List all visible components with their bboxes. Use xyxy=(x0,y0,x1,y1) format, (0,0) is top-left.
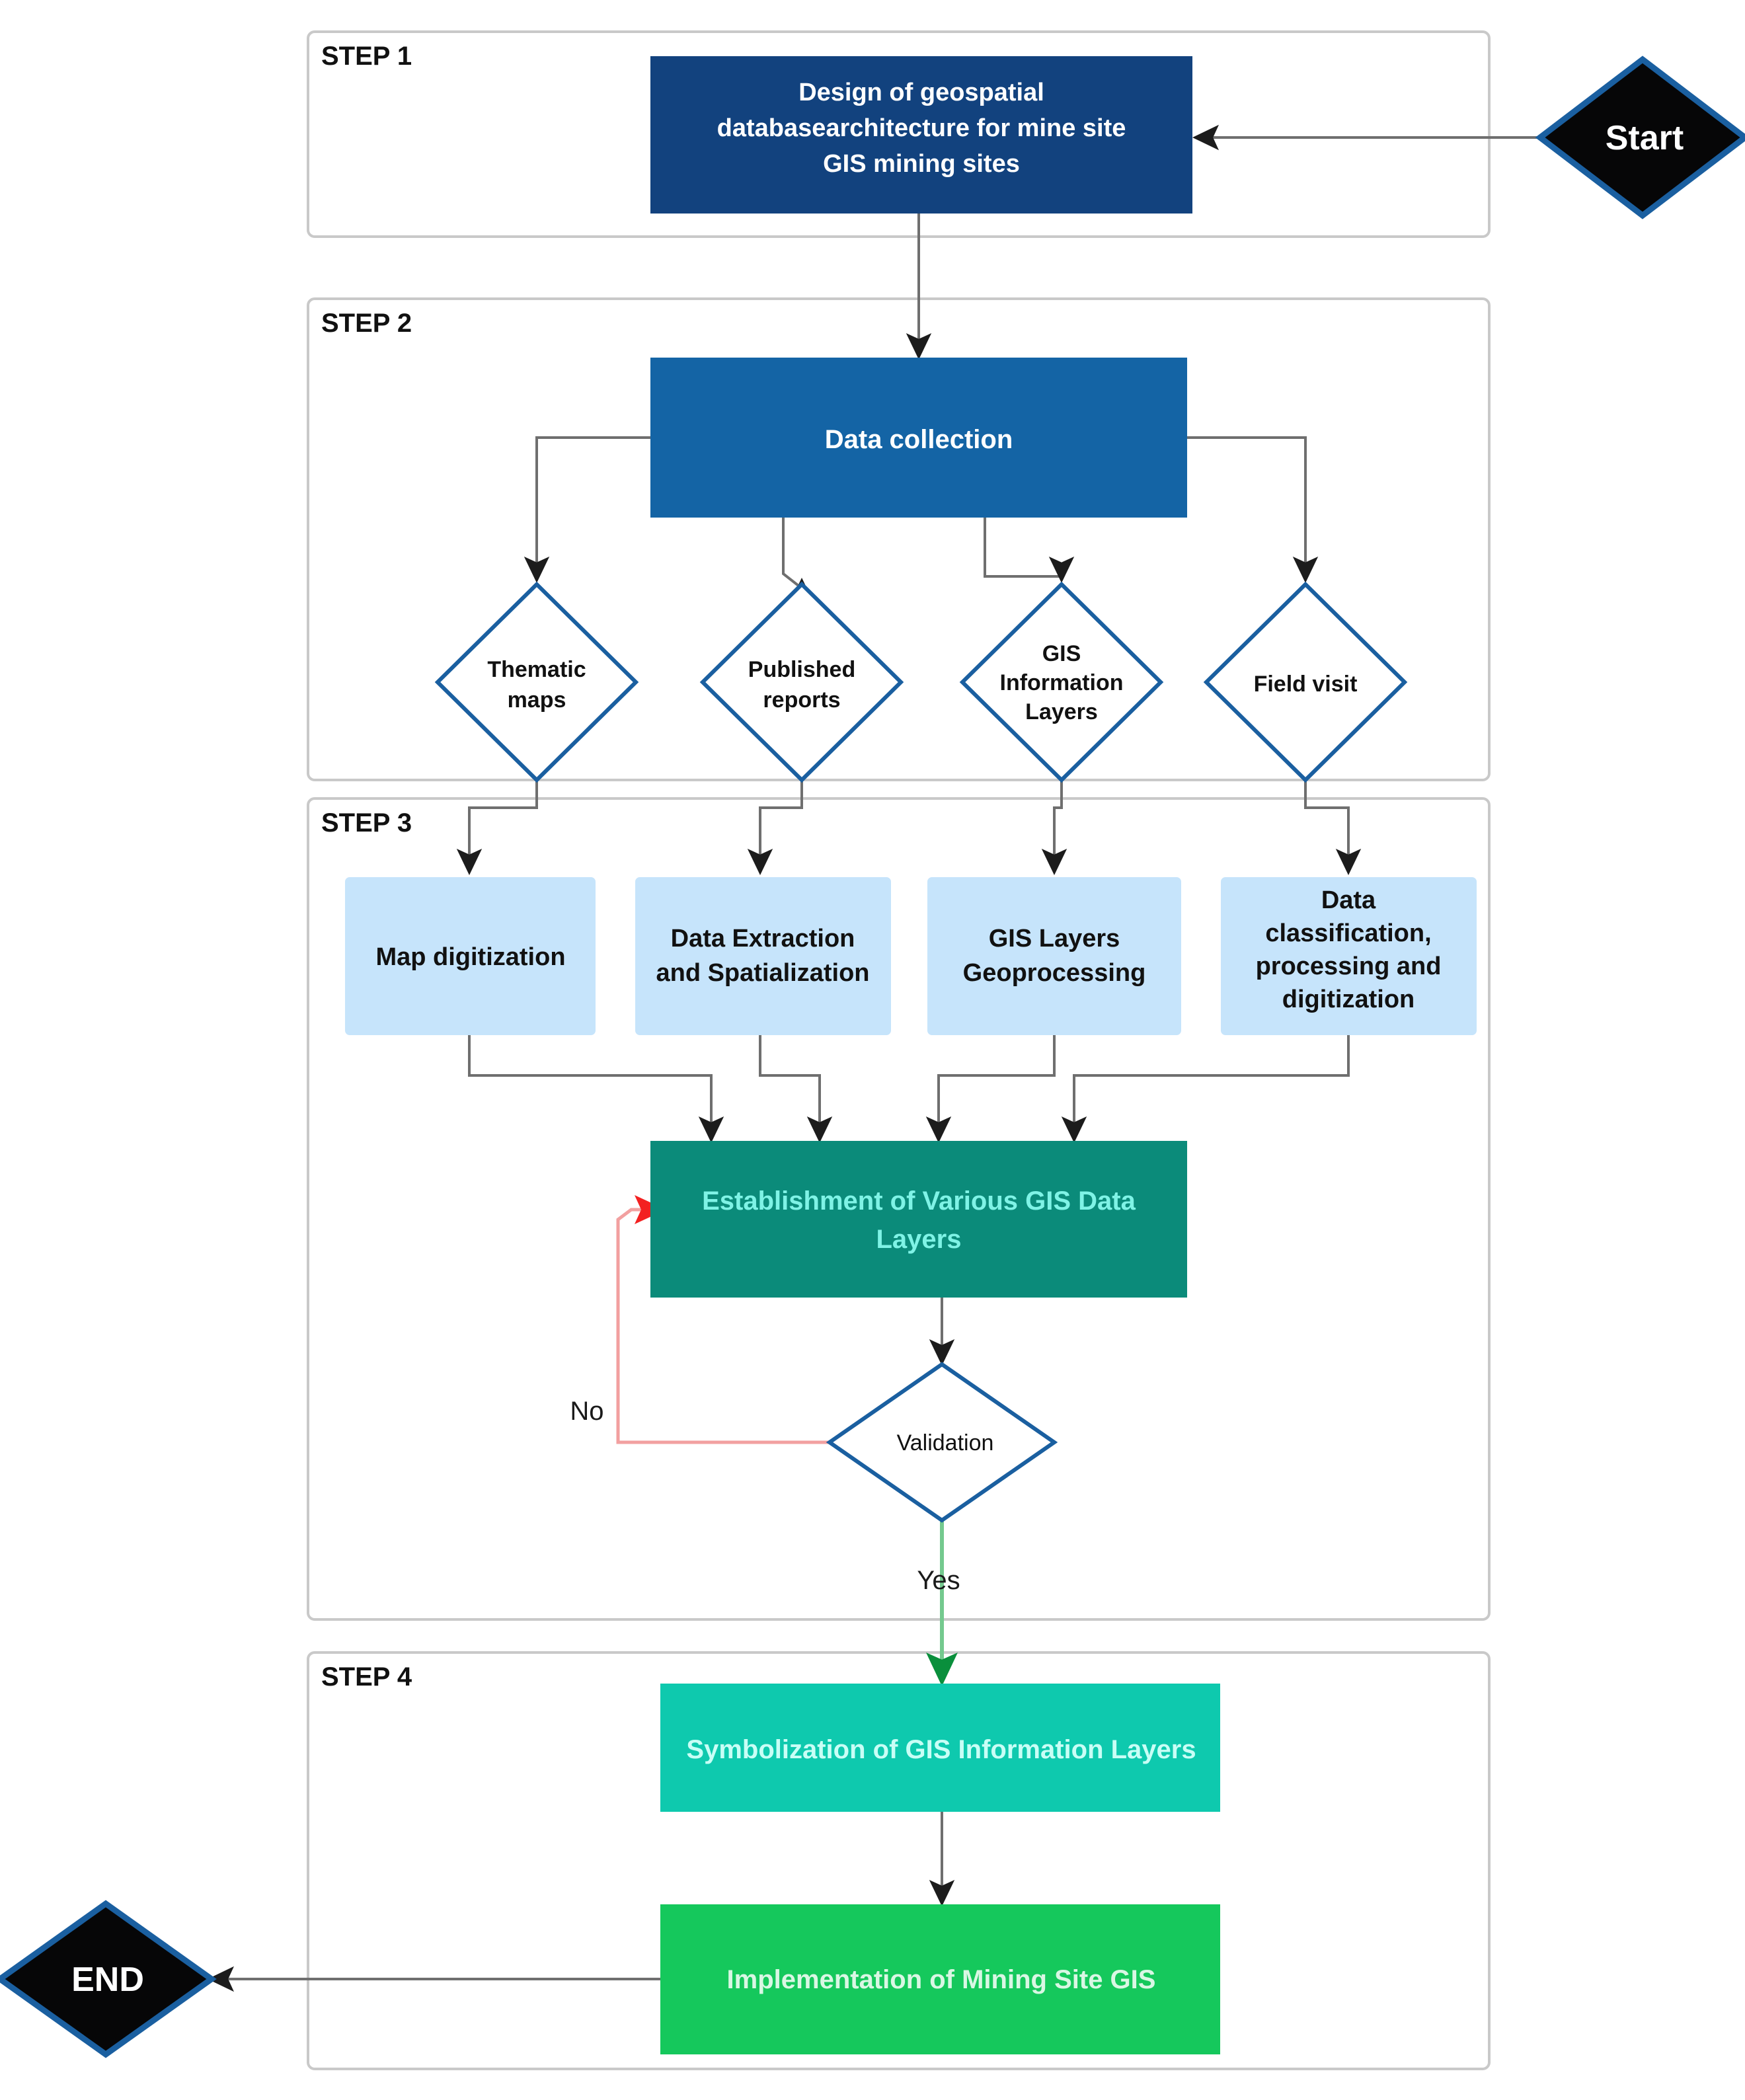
node-design-line-1: Design of geospatial xyxy=(798,79,1044,106)
node-gis-information-layers-line-2: Information xyxy=(1000,670,1124,695)
connector-thematic-to-map-digitization xyxy=(456,780,538,875)
connector-mapdigit-to-establishment xyxy=(468,1033,724,1143)
node-thematic-maps-line-2: maps xyxy=(508,687,566,713)
step-4-label: STEP 4 xyxy=(321,1662,412,1692)
node-data-classification[interactable]: Data classification, processing and digi… xyxy=(1221,877,1477,1035)
end-terminal-label: END xyxy=(71,1961,144,1999)
start-terminal-label: Start xyxy=(1606,119,1684,157)
node-validation-label: Validation xyxy=(897,1430,994,1456)
connector-datacollection-to-field-visit xyxy=(1186,436,1319,583)
node-gis-geoprocessing-line-1: GIS Layers xyxy=(989,925,1120,953)
node-implementation-label: Implementation of Mining Site GIS xyxy=(727,1965,1156,1994)
node-validation[interactable]: Validation xyxy=(826,1362,1058,1523)
connector-fieldvisit-to-classification xyxy=(1304,780,1362,875)
end-terminal[interactable]: END xyxy=(0,1900,217,2058)
connector-published-to-data-extraction xyxy=(747,780,803,875)
connector-geoproc-to-establishment xyxy=(925,1033,1056,1143)
node-symbolization-label: Symbolization of GIS Information Layers xyxy=(686,1735,1196,1764)
node-data-classification-line-3: processing and xyxy=(1256,953,1442,980)
edge-label-no: No xyxy=(570,1397,603,1426)
node-establishment-line-1: Establishment of Various GIS Data xyxy=(702,1186,1136,1216)
node-design-line-3: GIS mining sites xyxy=(823,150,1020,178)
node-implementation[interactable]: Implementation of Mining Site GIS xyxy=(660,1904,1220,2054)
node-field-visit-label: Field visit xyxy=(1254,672,1358,697)
node-data-classification-line-2: classification, xyxy=(1265,919,1431,947)
node-data-extraction[interactable]: Data Extraction and Spatialization xyxy=(635,877,891,1035)
node-gis-layers-geoprocessing[interactable]: GIS Layers Geoprocessing xyxy=(927,877,1181,1035)
node-gis-geoprocessing-line-2: Geoprocessing xyxy=(963,959,1146,987)
node-published-reports-line-2: reports xyxy=(763,687,840,713)
node-published-reports-line-1: Published xyxy=(748,657,855,682)
node-map-digitization[interactable]: Map digitization xyxy=(345,877,596,1035)
node-thematic-maps[interactable]: Thematic maps xyxy=(434,581,639,783)
node-design-line-2: databasearchitecture for mine site xyxy=(717,114,1126,142)
connector-classification-to-establishment xyxy=(1061,1033,1350,1143)
start-terminal[interactable]: Start xyxy=(1535,56,1745,219)
node-symbolization[interactable]: Symbolization of GIS Information Layers xyxy=(660,1684,1220,1812)
node-published-reports[interactable]: Published reports xyxy=(699,581,904,783)
node-thematic-maps-line-1: Thematic xyxy=(487,657,586,682)
node-map-digitization-label: Map digitization xyxy=(375,943,565,971)
step-1-label: STEP 1 xyxy=(321,42,412,71)
node-establishment-gis-data-layers[interactable]: Establishment of Various GIS Data Layers xyxy=(650,1141,1187,1298)
node-data-collection[interactable]: Data collection xyxy=(650,358,1187,518)
node-data-extraction-line-2: and Spatialization xyxy=(656,959,869,987)
edge-label-yes: Yes xyxy=(917,1566,960,1595)
connector-datacollection-to-gis-layers xyxy=(984,517,1075,583)
node-data-classification-line-1: Data xyxy=(1321,886,1376,914)
node-data-classification-line-4: digitization xyxy=(1282,986,1415,1013)
node-establishment-line-2: Layers xyxy=(876,1225,962,1254)
node-field-visit[interactable]: Field visit xyxy=(1203,581,1408,783)
step-3-label: STEP 3 xyxy=(321,808,412,837)
step-2-label: STEP 2 xyxy=(321,309,412,338)
connector-gislayers-to-geoprocessing xyxy=(1041,780,1067,875)
connector-validation-no-loop xyxy=(616,1195,836,1444)
connector-datacollection-to-thematic xyxy=(524,436,651,583)
node-data-collection-label: Data collection xyxy=(825,425,1013,454)
node-data-extraction-line-1: Data Extraction xyxy=(671,925,855,953)
node-gis-information-layers-line-3: Layers xyxy=(1025,699,1098,724)
node-gis-information-layers[interactable]: GIS Information Layers xyxy=(959,581,1164,783)
connector-extraction-to-establishment xyxy=(759,1033,833,1143)
node-design-geospatial-database[interactable]: Design of geospatial databasearchitectur… xyxy=(650,56,1192,214)
node-gis-information-layers-line-1: GIS xyxy=(1042,641,1081,666)
